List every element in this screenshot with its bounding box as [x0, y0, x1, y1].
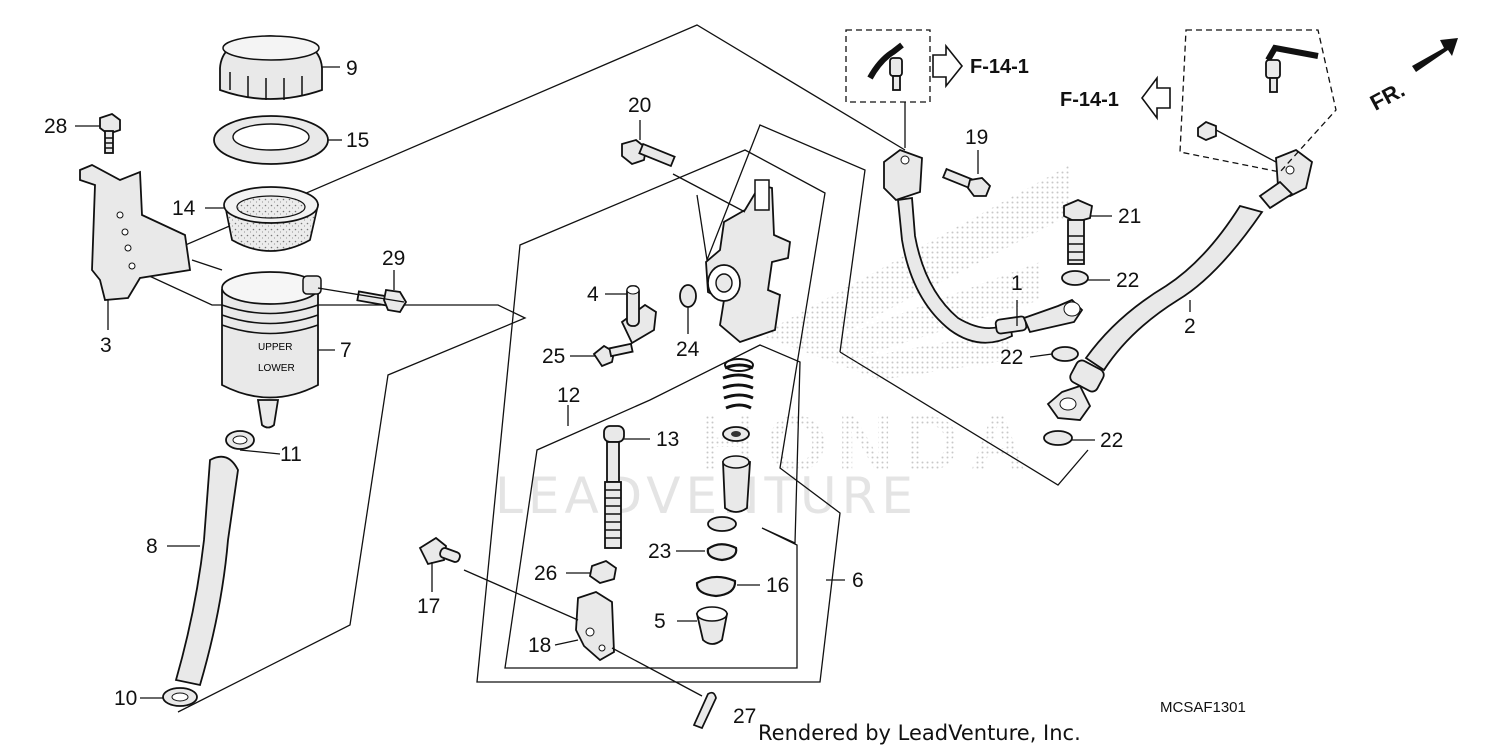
brake-hose-1: [883, 148, 1084, 344]
return-spring: [722, 358, 754, 410]
callout-29: 29: [382, 247, 405, 270]
reservoir-cap: [219, 35, 323, 100]
callout-6: 6: [852, 569, 864, 592]
reservoir-bracket: [79, 164, 192, 301]
callout-13: 13: [656, 428, 679, 451]
callout-14: 14: [172, 197, 196, 220]
primary-cup: [722, 426, 750, 442]
cotter-pin-27: [692, 691, 717, 730]
push-rod-13: [603, 425, 625, 549]
callout-21: 21: [1118, 205, 1141, 228]
callout-5: 5: [654, 610, 666, 633]
callout-24: 24: [676, 338, 700, 361]
callout-25: 25: [542, 345, 565, 368]
reservoir-tank: UPPER LOWER: [221, 271, 322, 429]
diagram-code: MCSAF1301: [1160, 699, 1246, 716]
callout-2: 2: [1184, 315, 1196, 338]
bolt-20: [621, 139, 676, 168]
callout-17: 17: [417, 595, 440, 618]
diaphragm: [223, 186, 320, 252]
push-rod-joint-18: [575, 591, 615, 662]
reservoir-lower-label: LOWER: [258, 363, 295, 374]
callout-9: 9: [346, 57, 358, 80]
ref-box-top-fitting: [867, 42, 904, 91]
screw-25: [592, 342, 634, 368]
sealing-washer-22c: [1043, 430, 1073, 446]
bolt-28: [99, 112, 121, 154]
callouts: 9 15 14 28 3 29 7 11 8 10 20 4 24 25 12 …: [44, 57, 1196, 728]
piston-washer: [707, 516, 737, 532]
hose-clip-11: [225, 430, 255, 450]
callout-18: 18: [528, 634, 551, 657]
sealing-washer-22a: [1061, 270, 1089, 286]
ref-box-right: [1179, 29, 1337, 173]
callout-11: 11: [280, 443, 302, 466]
front-label: FR.: [1366, 77, 1409, 116]
callout-22a: 22: [1116, 269, 1139, 292]
oil-bolt-21: [1063, 199, 1094, 265]
group-boundary-12: [504, 344, 801, 669]
honda-watermark-text: HONDA: [700, 399, 1036, 487]
callout-19: 19: [965, 126, 988, 149]
circlip-16: [695, 575, 737, 598]
callout-10: 10: [114, 687, 137, 710]
front-direction-indicator: FR.: [1366, 38, 1458, 116]
group-boundary-6: [476, 149, 841, 683]
ref-box-right-fitting: [1197, 44, 1319, 141]
ref-arrow-left-icon: [1141, 75, 1171, 121]
callout-12: 12: [557, 384, 580, 407]
hose-clip-10: [162, 687, 198, 707]
leader-lines: [75, 66, 1277, 699]
callout-22b: 22: [1000, 346, 1023, 369]
callout-3: 3: [100, 334, 112, 357]
render-credit: Rendered by LeadVenture, Inc.: [758, 721, 1081, 745]
callout-1: 1: [1011, 272, 1023, 295]
diaphragm-plate: [213, 115, 329, 165]
callout-7: 7: [340, 339, 352, 362]
circlip-23: [706, 543, 738, 562]
callout-28: 28: [44, 115, 67, 138]
reservoir-upper-label: UPPER: [258, 342, 292, 353]
joint-pin-17: [418, 536, 461, 566]
callout-20: 20: [628, 94, 651, 117]
bolt-19: [941, 167, 992, 197]
ref-box-top: [845, 29, 931, 103]
brake-hose-2: [1046, 148, 1314, 421]
callout-22c: 22: [1100, 429, 1123, 452]
callout-16: 16: [766, 574, 789, 597]
front-arrow-icon: [1412, 38, 1458, 72]
sealing-washer-22b: [1051, 346, 1079, 362]
assembly-frame-lines: [130, 24, 1089, 713]
leadventure-watermark: LEADVENTURE: [495, 467, 918, 525]
callout-4: 4: [587, 283, 599, 306]
nut-26: [589, 559, 617, 584]
group-boundary-1: [696, 124, 866, 353]
master-cylinder-body: [705, 179, 791, 344]
inlet-joint-4: [620, 285, 657, 345]
callout-23: 23: [648, 540, 671, 563]
reservoir-hose: [174, 455, 239, 687]
piston: [722, 455, 751, 513]
callout-15: 15: [346, 129, 369, 152]
callout-8: 8: [146, 535, 158, 558]
callout-27: 27: [733, 705, 756, 728]
ref-arrow-right-icon: [932, 43, 964, 89]
o-ring-24: [679, 284, 697, 308]
ref-label-right: F-14-1: [1060, 89, 1119, 111]
dust-boot-5: [695, 606, 729, 645]
callout-26: 26: [534, 562, 557, 585]
ref-label-top: F-14-1: [970, 56, 1029, 78]
